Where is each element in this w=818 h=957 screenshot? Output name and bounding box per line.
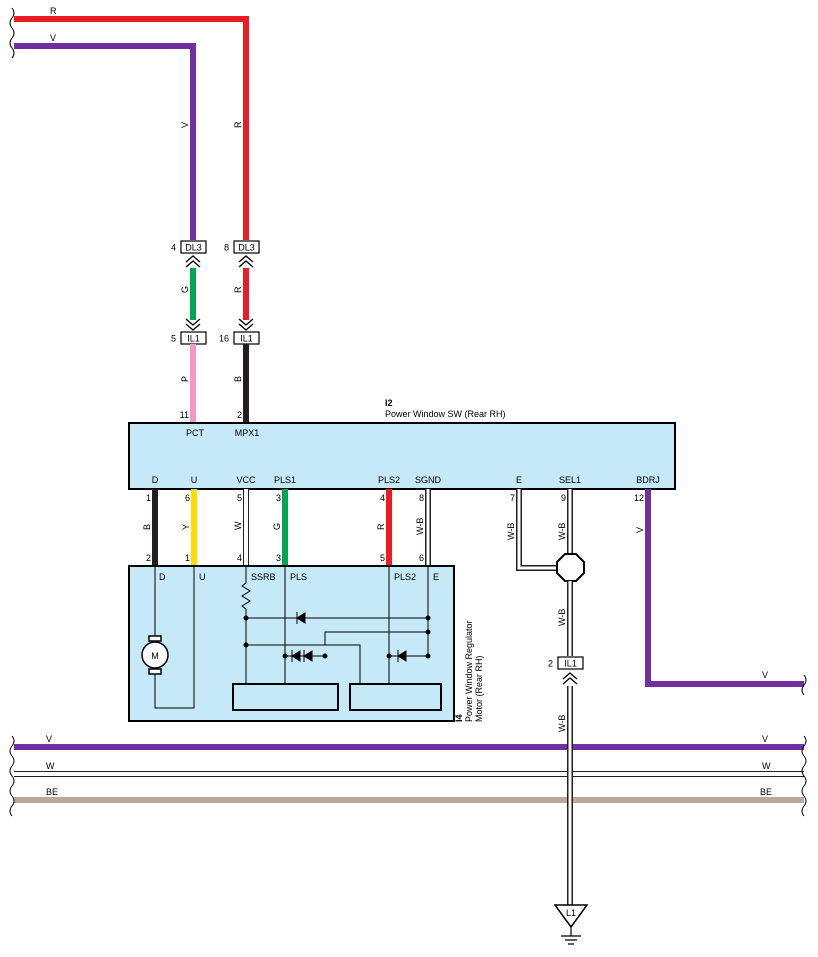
motor-pin-u: 1 — [185, 553, 190, 563]
motor-pin-pls: 3 — [276, 553, 281, 563]
connector-pin: 2 — [548, 659, 553, 669]
connector-dl3-right: DL3 8 — [224, 240, 260, 268]
switch-pin-pls1: 3 — [276, 493, 281, 503]
connector-name: IL1 — [187, 334, 200, 344]
wire-label-vcc: W — [233, 521, 243, 530]
switch-term-d: D — [152, 475, 159, 485]
wire-label-v-top: V — [50, 33, 56, 43]
wire-label-bdrj-end: V — [762, 670, 768, 680]
motor-term-e: E — [433, 572, 439, 582]
connector-name: DL3 — [185, 243, 202, 253]
switch-term-vcc: VCC — [236, 475, 256, 485]
connector-pin: 4 — [171, 243, 176, 253]
motor-pin-pls2: 5 — [380, 553, 385, 563]
switch-term-pct: PCT — [186, 428, 205, 438]
component-power-window-switch: I2 Power Window SW (Rear RH) 11 2 PCT MP… — [128, 398, 676, 503]
switch-term-bdrj: BDRJ — [636, 475, 660, 485]
component-power-window-motor: 2 1 4 3 5 6 D U SSRB PLS PLS2 E — [128, 553, 484, 722]
ground-label: L1 — [566, 908, 576, 918]
wire-label-r-riser: R — [233, 121, 243, 128]
connector-pin: 5 — [171, 334, 176, 344]
break-mark-buses-right — [801, 735, 807, 817]
switch-pin-e: 7 — [510, 493, 515, 503]
motor-term-pls: PLS — [290, 572, 307, 582]
switch-term-e: E — [516, 475, 522, 485]
wire-label-p-lower: P — [180, 376, 190, 382]
motor-name-line2: Motor (Rear RH) — [474, 655, 484, 722]
motor-pin-d: 2 — [146, 553, 151, 563]
motor-term-ssrb: SSRB — [251, 572, 276, 582]
wire-label-d: B — [142, 524, 152, 530]
switch-term-pls2: PLS2 — [378, 475, 400, 485]
bus-label-be-right: BE — [760, 787, 772, 797]
ground-point-l1: L1 — [553, 904, 589, 945]
wire-label-b-lower: B — [233, 376, 243, 382]
motor-term-pls2: PLS2 — [394, 572, 416, 582]
motor-term-d: D — [159, 572, 166, 582]
connector-il1-left: IL1 5 — [171, 318, 207, 345]
switch-term-u: U — [191, 475, 198, 485]
connector-name: IL1 — [240, 334, 253, 344]
bus-label-w-left: W — [46, 761, 55, 771]
switch-pin-sgnd: 8 — [419, 493, 424, 503]
wire-label-ground-mid: W-B — [557, 609, 567, 626]
wire-label-g-between: G — [180, 286, 190, 293]
connector-pin: 8 — [224, 243, 229, 253]
motor-symbol: M — [141, 635, 169, 675]
switch-term-pls1: PLS1 — [274, 475, 296, 485]
switch-term-sel1: SEL1 — [559, 475, 581, 485]
switch-pin-vcc: 5 — [237, 493, 242, 503]
motor-pin-e: 6 — [419, 553, 424, 563]
motor-name-line1: Power Window Regulator — [464, 620, 474, 722]
switch-code: I2 — [385, 398, 393, 408]
wire-label-u: Y — [181, 524, 191, 530]
switch-pin-u: 6 — [185, 493, 190, 503]
break-mark-bdrj — [801, 674, 807, 696]
connector-il1-ground: IL1 2 — [548, 656, 584, 685]
connector-pin: 16 — [219, 334, 229, 344]
bus-label-v-right: V — [762, 734, 768, 744]
wire-label-r-top: R — [50, 6, 57, 16]
wire-r-top — [14, 16, 249, 240]
wire-e — [516, 489, 560, 571]
wire-label-pls1: G — [272, 523, 282, 530]
connector-dl3-left: DL3 4 — [171, 240, 207, 268]
bus-label-be-left: BE — [46, 787, 58, 797]
bus-label-v-left: V — [46, 734, 52, 744]
switch-pin-pct: 11 — [180, 410, 189, 420]
wire-label-sel1: W-B — [557, 523, 567, 540]
wire-label-v-riser: V — [180, 122, 190, 128]
connector-name: IL1 — [564, 659, 577, 669]
switch-term-mpx1: MPX1 — [235, 428, 260, 438]
switch-pin-bdrj: 12 — [634, 493, 644, 503]
wire-label-pls2: R — [376, 523, 386, 530]
splice-point — [556, 553, 585, 582]
switch-pin-mpx1: 2 — [237, 410, 242, 420]
wire-label-bdrj: V — [635, 527, 645, 533]
wire-label-ground-low: W-B — [557, 715, 567, 732]
break-mark-buses-left — [9, 735, 15, 817]
bus-label-w-right: W — [762, 761, 771, 771]
switch-term-sgnd: SGND — [415, 475, 442, 485]
motor-symbol-label: M — [151, 651, 159, 661]
break-mark-top — [9, 7, 15, 59]
connector-il1-right: IL1 16 — [219, 318, 260, 345]
wire-label-r-between: R — [233, 286, 243, 293]
wire-v-top — [14, 43, 196, 240]
motor-code: I4 — [454, 714, 464, 722]
switch-pin-pls2: 4 — [380, 493, 385, 503]
wire-label-e: W-B — [506, 523, 516, 540]
switch-pin-sel1: 9 — [561, 493, 566, 503]
switch-name: Power Window SW (Rear RH) — [385, 409, 506, 419]
wire-bdrj — [645, 489, 804, 687]
motor-term-u: U — [199, 572, 206, 582]
connector-name: DL3 — [238, 243, 255, 253]
switch-pin-d: 1 — [146, 493, 151, 503]
motor-pin-ssrb: 4 — [237, 553, 242, 563]
wire-label-sgnd: W-B — [415, 518, 425, 535]
